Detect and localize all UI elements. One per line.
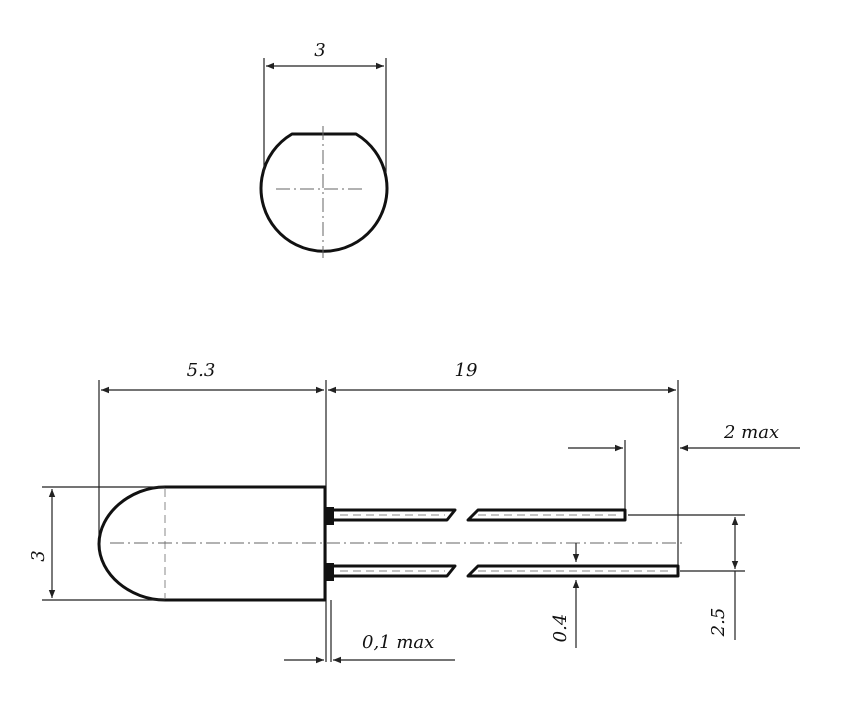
side-view: 5.3 19 2 max 3 0,1 max	[28, 360, 800, 664]
top-view-outline	[259, 132, 389, 253]
lead-offset-label: 2 max	[723, 422, 779, 443]
flange-gap-label: 0,1 max	[362, 632, 434, 653]
top-width-label: 3	[314, 40, 325, 61]
lead-thickness-label: 0.4	[550, 614, 571, 643]
upper-lead-left	[334, 508, 457, 522]
upper-lead-right	[466, 508, 627, 522]
top-view: 3	[259, 40, 389, 258]
led-body-outline	[97, 485, 327, 602]
lower-lead-right	[466, 564, 680, 578]
lead-length-label: 19	[455, 360, 478, 381]
lower-lead-left	[334, 564, 457, 578]
flange-top	[325, 507, 334, 525]
body-height-label: 3	[28, 550, 49, 561]
lead-spacing-label: 2.5	[708, 608, 729, 638]
flange-bottom	[325, 563, 334, 581]
body-length-label: 5.3	[187, 360, 216, 381]
